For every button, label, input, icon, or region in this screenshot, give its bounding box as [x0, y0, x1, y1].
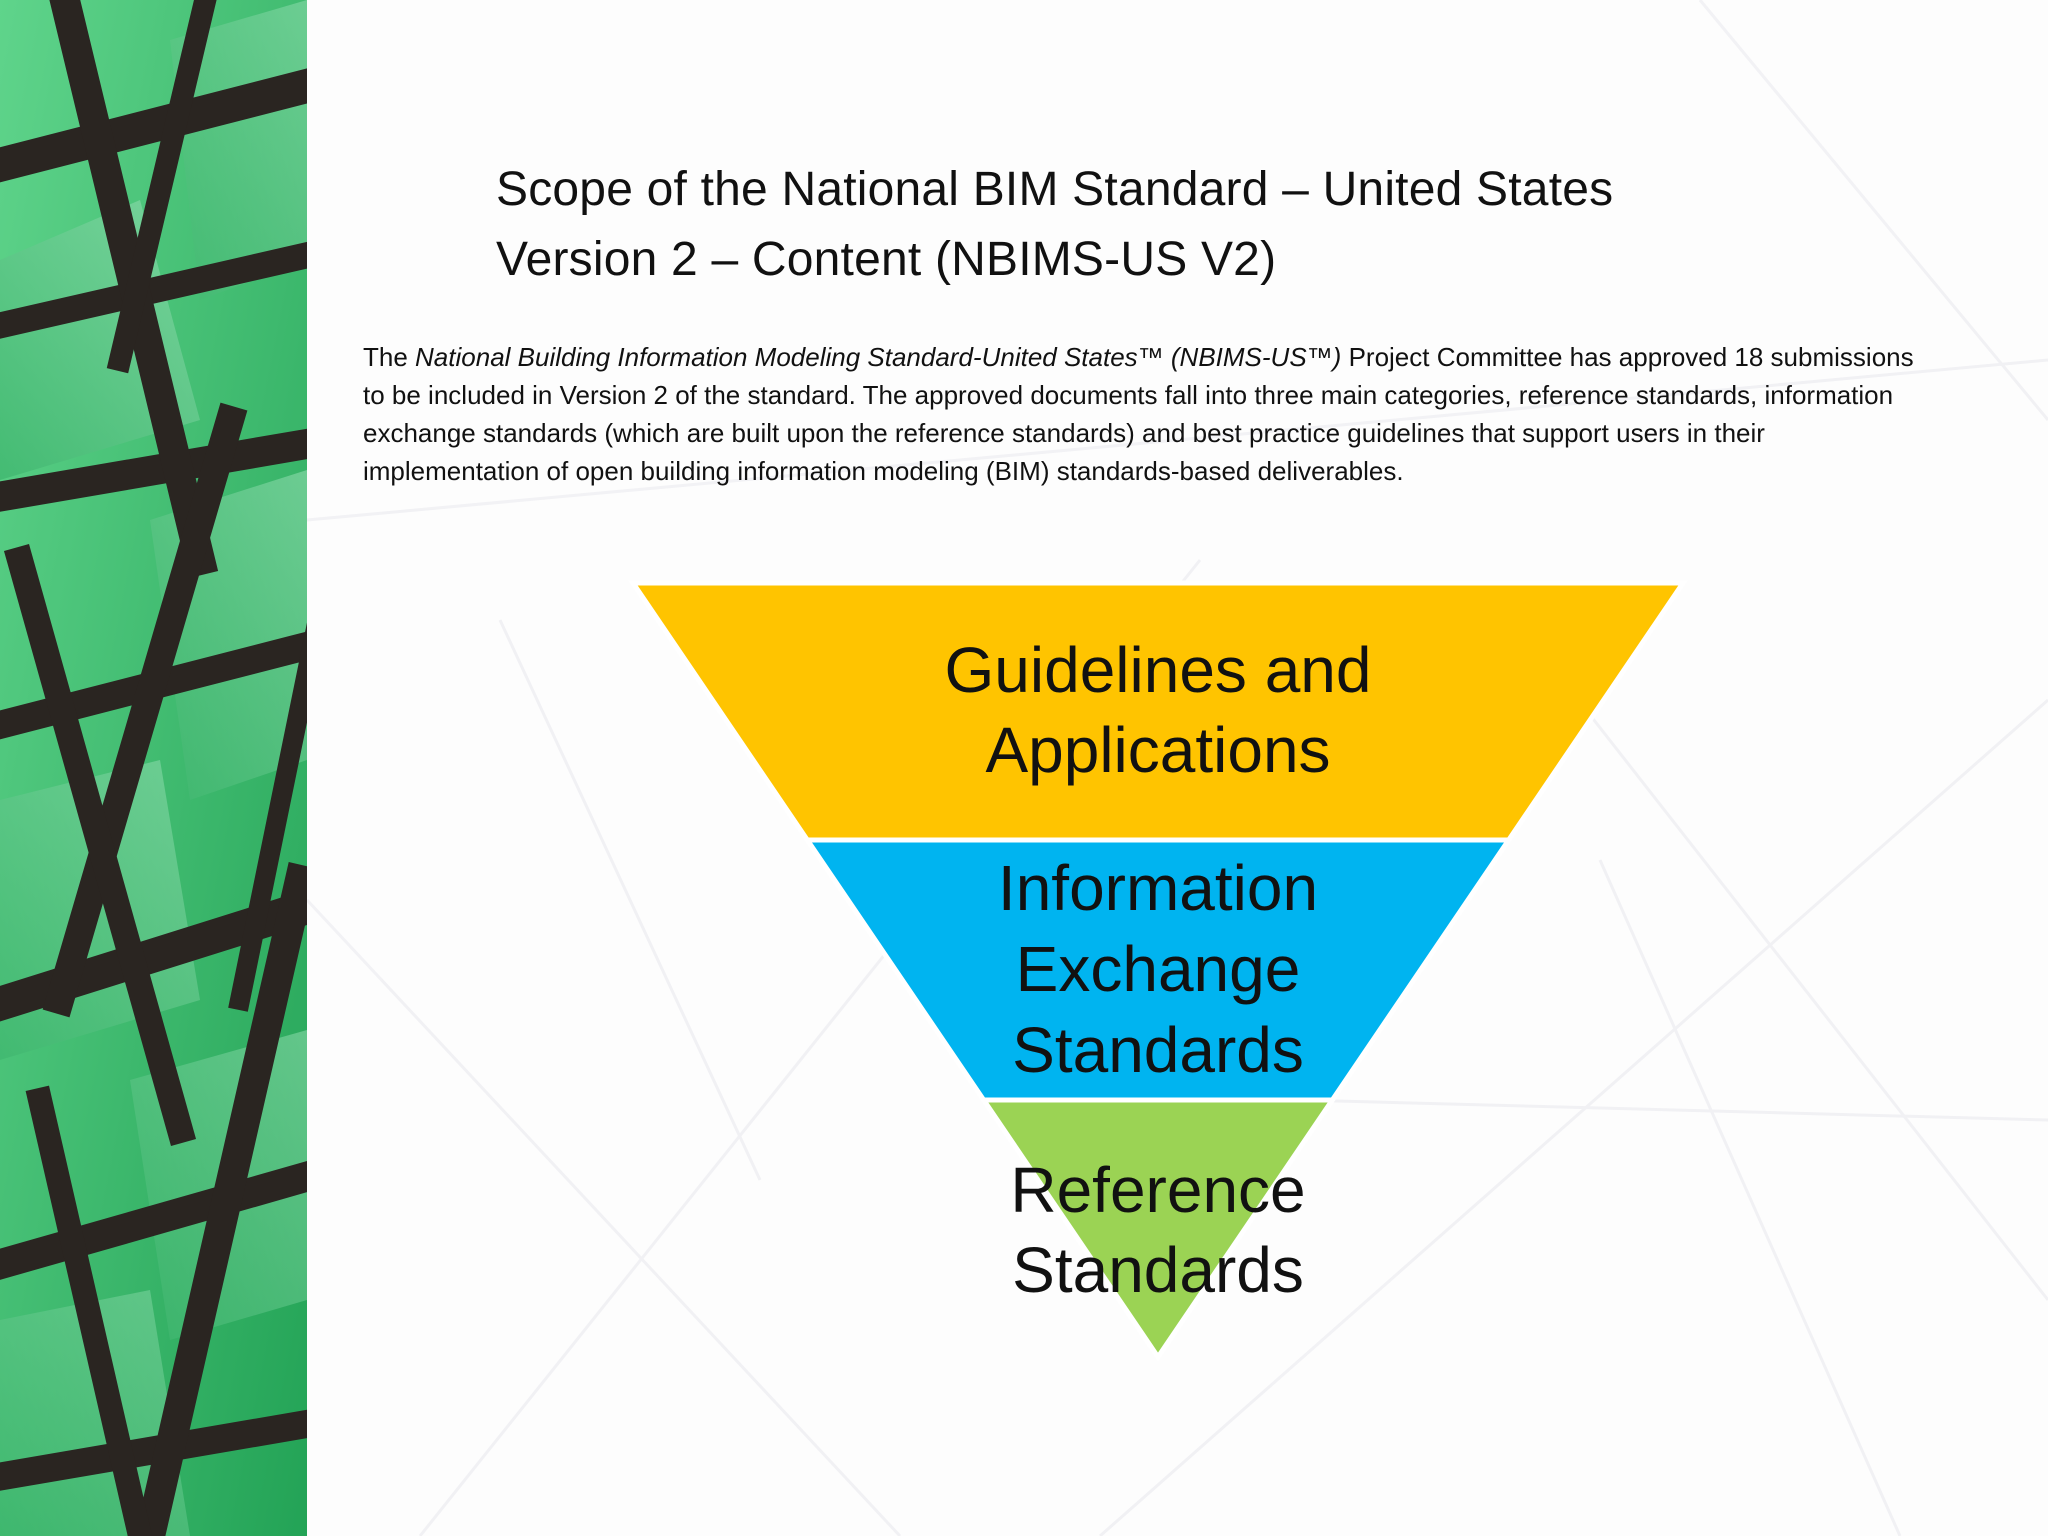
tier-guidelines-applications-label: Applications	[985, 714, 1330, 786]
intro-body: Project Committee has approved 18 submis…	[363, 342, 1914, 486]
tier-information-exchange-label: Information	[998, 852, 1318, 924]
side-decorative-panel	[0, 0, 307, 1536]
tier-information-exchange-label: Exchange	[1016, 933, 1301, 1005]
tier-reference-standards	[978, 1097, 1338, 1362]
lattice-pattern	[0, 0, 307, 1536]
tier-information-exchange-label: Standards	[1012, 1014, 1304, 1086]
tier-reference-standards-label: Reference	[1010, 1154, 1305, 1226]
slide-title-line-2: Version 2 – Content (NBIMS-US V2)	[496, 233, 1277, 286]
tier-guidelines-applications-label: Guidelines and	[945, 634, 1372, 706]
slide-title-line-1: Scope of the National BIM Standard – Uni…	[496, 163, 1614, 216]
intro-prefix: The	[363, 342, 416, 372]
intro-paragraph: The National Building Information Modeli…	[363, 338, 1923, 490]
tier-guidelines-applications	[628, 580, 1688, 843]
intro-standard-name: National Building Information Modeling S…	[415, 342, 1342, 372]
tier-reference-standards-label: Standards	[1012, 1234, 1304, 1306]
